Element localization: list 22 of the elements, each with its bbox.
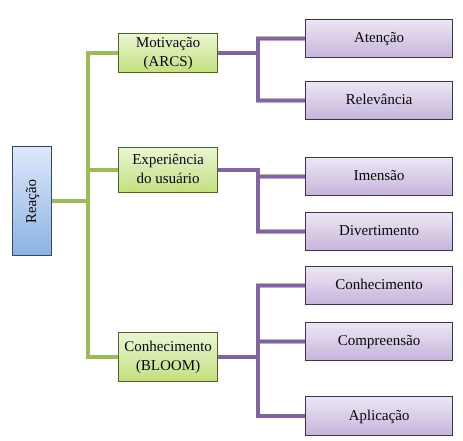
category-box — [118, 147, 218, 193]
category-box — [118, 332, 218, 382]
node-label: Compreensão — [338, 332, 420, 351]
category-box — [118, 33, 218, 73]
leaf-box — [305, 266, 453, 305]
node-label: Imensão — [354, 167, 404, 186]
leaf-box — [305, 322, 453, 361]
leaf-box — [305, 81, 453, 120]
node-label: Divertimento — [339, 222, 419, 241]
node-label: Experiência do usuário — [131, 151, 205, 189]
node-label: Conhecimento — [335, 276, 423, 295]
leaf-box — [305, 19, 453, 58]
node-label: Atenção — [354, 29, 404, 48]
leaf-box — [305, 157, 453, 196]
leaf-box — [305, 396, 453, 436]
leaf-box — [305, 212, 453, 251]
node-label: Conhecimento (BLOOM) — [123, 338, 213, 376]
node-label: Motivação (ARCS) — [134, 34, 202, 72]
node-label: Relevância — [346, 91, 412, 110]
node-label: Reação — [22, 178, 41, 224]
node-label: Aplicação — [348, 406, 410, 426]
root-box — [12, 146, 52, 256]
